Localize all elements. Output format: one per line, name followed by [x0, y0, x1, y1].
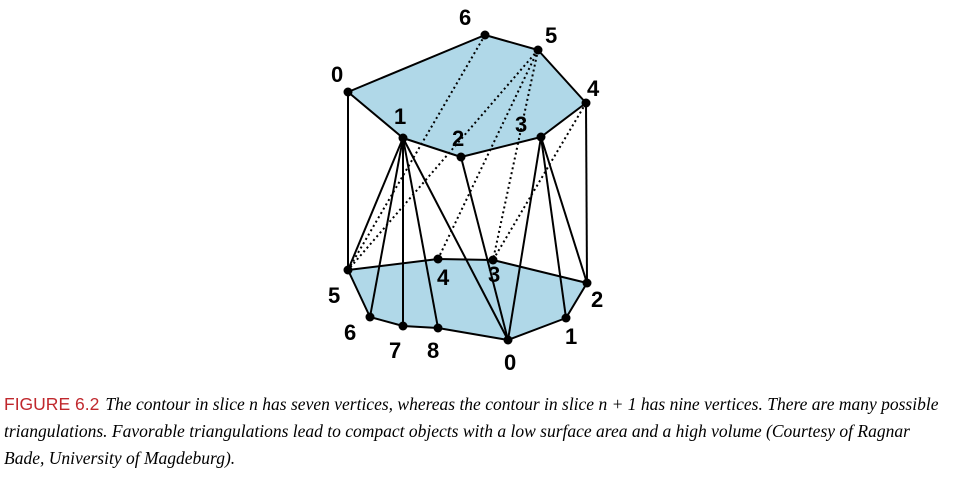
upper-vertex-label-0: 0 [331, 62, 343, 87]
upper-vertex-6 [480, 30, 490, 40]
upper-vertex-label-1: 1 [394, 104, 406, 129]
upper-vertex-3 [536, 132, 546, 142]
upper-vertex-5 [533, 45, 543, 55]
visible-edge-u1-l6 [369, 137, 404, 318]
lower-vertex-6 [365, 312, 375, 322]
visible-edge-u3-l2 [540, 136, 588, 284]
lower-vertex-label-6: 6 [344, 320, 356, 345]
contour-triangulation-diagram: 0 1 2 3 4 5 6 0 1 2 3 4 5 6 7 8 [328, 5, 603, 375]
figure-number: FIGURE 6.2 [4, 394, 100, 414]
lower-vertex-8 [433, 323, 443, 333]
hidden-edge-u5-l3 [492, 49, 539, 261]
upper-vertex-labels: 0 1 2 3 4 5 6 [331, 5, 600, 151]
upper-vertex-label-6: 6 [459, 5, 471, 30]
lower-vertex-7 [398, 321, 408, 331]
visible-edge-u3-l1 [540, 136, 567, 319]
upper-vertex-2 [456, 152, 466, 162]
upper-vertex-label-4: 4 [587, 76, 600, 101]
lower-vertex-label-7: 7 [389, 338, 401, 363]
lower-vertex-2 [582, 278, 592, 288]
lower-vertex-label-5: 5 [328, 283, 340, 308]
hidden-edge-u6-l5 [347, 34, 486, 271]
upper-vertex-1 [398, 133, 408, 143]
hidden-edge-u5-l5 [347, 49, 539, 271]
visible-edge-u1-l5 [347, 137, 404, 271]
upper-vertex-label-3: 3 [515, 112, 527, 137]
lower-vertex-label-0: 0 [504, 350, 516, 375]
lower-vertex-0 [503, 335, 513, 345]
caption-text: The contour in slice n has seven vertice… [4, 394, 939, 468]
lower-vertex-4 [433, 254, 443, 264]
upper-vertex-0 [343, 87, 353, 97]
lower-vertex-label-4: 4 [437, 265, 450, 290]
upper-vertex-label-2: 2 [452, 126, 464, 151]
lower-contour-polygon [347, 258, 588, 341]
lower-vertex-5 [343, 265, 353, 275]
lower-vertex-3 [488, 255, 498, 265]
visible-edge-u1-l0 [402, 137, 509, 341]
lower-contour-vertices [343, 254, 592, 345]
upper-vertex-4 [581, 98, 591, 108]
upper-contour-vertices [343, 30, 591, 162]
visible-edge-u1-l8 [402, 137, 439, 329]
lower-vertex-label-3: 3 [488, 262, 500, 287]
lower-vertex-labels: 0 1 2 3 4 5 6 7 8 [328, 262, 603, 375]
visible-edge-u3-l0 [507, 136, 542, 341]
visible-triangulation-edges [347, 92, 588, 341]
upper-contour-polygon [347, 34, 587, 158]
hidden-triangulation-edges [347, 34, 587, 271]
hidden-edge-u4-l3 [492, 102, 587, 261]
lower-vertex-1 [561, 313, 571, 323]
lower-vertex-label-2: 2 [591, 287, 603, 312]
lower-vertex-label-8: 8 [427, 338, 439, 363]
lower-vertex-label-1: 1 [565, 324, 577, 349]
visible-edge-u2-l0 [460, 156, 509, 341]
hidden-edge-u5-l4 [437, 49, 539, 260]
upper-vertex-label-5: 5 [545, 23, 557, 48]
visible-edge-u4-l2 [585, 102, 588, 284]
